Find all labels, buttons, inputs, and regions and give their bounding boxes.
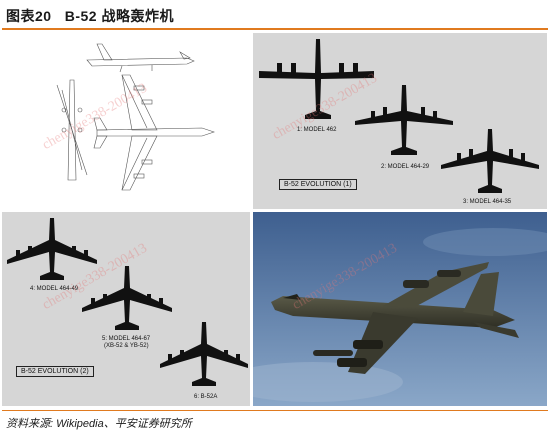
evolution-1-panel: 1: MODEL 462 2: MODEL 464-29 3: MODEL 46… xyxy=(253,33,547,209)
model-464-67-silhouette xyxy=(82,266,172,330)
model-462-silhouette xyxy=(259,39,374,119)
model-464-49-label: 4: MODEL 464-49 xyxy=(30,286,79,292)
evolution-2-panel: 4: MODEL 464-49 5: MODEL 464-67 (XB-52 &… xyxy=(2,212,250,406)
model-464-49-silhouette xyxy=(7,218,97,280)
model-464-35-silhouette xyxy=(441,129,539,193)
technical-drawing xyxy=(56,43,215,191)
model-464-29-label: 2: MODEL 464-29 xyxy=(381,164,430,170)
b-52a-silhouette xyxy=(160,322,248,386)
technical-drawing-panel xyxy=(2,30,250,210)
figure-title-bar: 图表20 B-52 战略轰炸机 xyxy=(2,4,548,30)
b-52a-label: 6: B-52A xyxy=(194,394,218,400)
evolution-1-box-label: B-52 EVOLUTION (1) xyxy=(279,179,357,190)
footer-divider xyxy=(2,410,548,411)
evolution-1-silhouettes xyxy=(259,39,539,193)
model-464-35-label: 3: MODEL 464-35 xyxy=(463,199,512,205)
evolution-2-box-label: B-52 EVOLUTION (2) xyxy=(16,366,94,377)
b-52-photo-art xyxy=(253,212,547,406)
model-464-67-label: 5: MODEL 464-67 xyxy=(102,336,151,342)
evolution-2-silhouettes xyxy=(7,218,248,386)
figure-title: 图表20 B-52 战略轰炸机 xyxy=(6,8,174,24)
title-divider xyxy=(2,28,548,30)
source-note: 资料来源: Wikipedia、平安证券研究所 xyxy=(6,418,192,430)
model-464-67-sublabel: (XB-52 & YB-52) xyxy=(104,343,149,349)
b-52-photo xyxy=(253,212,547,406)
model-464-29-silhouette xyxy=(355,85,453,155)
model-462-label: 1: MODEL 462 xyxy=(297,127,337,133)
